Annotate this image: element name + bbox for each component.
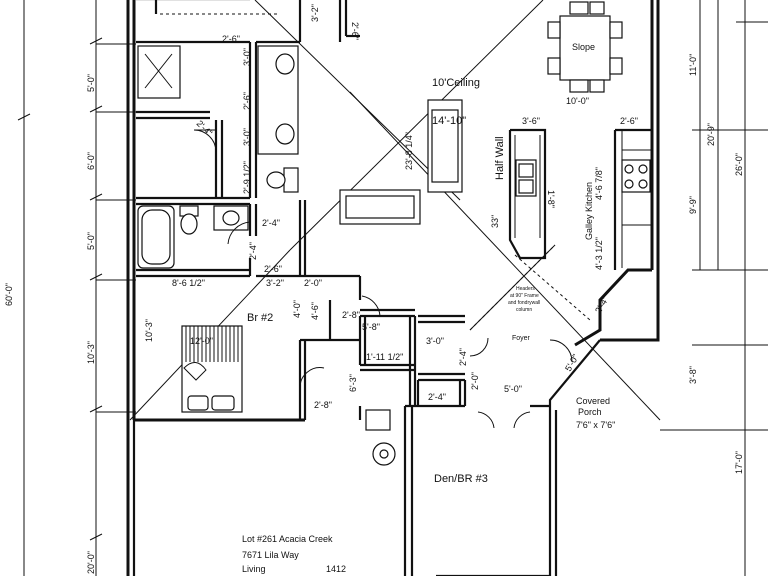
dim-5-0-door: 5'-0" [504, 384, 522, 394]
dim-23-8: 23'-8 1/4" [404, 132, 414, 170]
headers-note-1: Headers [516, 286, 535, 292]
dim-33: 33" [490, 215, 500, 228]
dim-2-4-den: 2'-4" [428, 392, 446, 402]
dim-2-4-foyer: 2'-4" [458, 348, 468, 366]
galley-kitchen-label: Galley Kitchen [584, 182, 594, 240]
left-6-0: 6'-0" [86, 152, 96, 170]
interior-walls [136, 0, 467, 420]
dim-2-0: 2'-0" [304, 278, 322, 288]
den-label: Den/BR #3 [434, 473, 488, 485]
dimension-labels: 3'-2" 2'-6" 2'-6" 3'-0" 2'-6" 2'-4" 3'-0… [4, 4, 744, 574]
title-living-value: 1412 [326, 564, 346, 574]
dim-6-3: 6'-3" [348, 374, 358, 392]
dim-5-0-porch: 5'-0" [563, 352, 581, 373]
left-20-0: 20'-0" [86, 551, 96, 574]
ceiling-label: 10'Ceiling [432, 77, 480, 89]
left-60-0: 60'-0" [4, 283, 14, 306]
headers-note-3: and fondrywall [508, 300, 540, 306]
dim-2-4-kit: 2'-4" [593, 294, 611, 315]
kitchen-walls [508, 128, 652, 270]
dim-2-4-closet: 2'-4" [195, 118, 215, 138]
headers-note-2: at 90" Frame [510, 293, 539, 299]
title-living-label: Living [242, 564, 266, 574]
dim-2-6-hall: 2'-6" [264, 264, 282, 274]
left-5-0-a: 5'-0" [86, 74, 96, 92]
dim-3-2-hall: 3'-2" [266, 278, 284, 288]
title-block: Lot #261 Acacia Creek 7671 Lila Way Livi… [242, 534, 346, 574]
dim-1-11-5: 1'-11 1/2" [366, 352, 403, 362]
dim-4-6: 4'-6" [310, 302, 320, 320]
dim-12-0: 12'-0" [190, 336, 213, 346]
right-20-9: 20'-9" [706, 123, 716, 146]
right-11-0-top: 11'-0" [688, 54, 698, 76]
dim-2-6-kit: 2'-6" [620, 116, 638, 126]
half-wall-label: Half Wall [494, 136, 506, 180]
title-lot: Lot #261 Acacia Creek [242, 534, 333, 544]
dim-2-6-top: 2'-6" [350, 22, 360, 40]
dim-1-8: 1'-8" [546, 190, 556, 208]
dim-10-0: 10'-0" [566, 96, 589, 106]
porch-size-label: 7'6" x 7'6" [576, 420, 615, 430]
dim-14-10: 14'-10" [432, 115, 466, 127]
dim-3-0-foyer: 3'-0" [426, 336, 444, 346]
bed-quilt-pattern [185, 326, 239, 362]
dim-8-6-5: 8'-6 1/2" [172, 278, 205, 288]
dim-2-4-hall: 2'-4" [262, 218, 280, 228]
dim-4-3-5: 4'-3 1/2" [594, 237, 604, 270]
dim-3-2: 3'-2" [310, 4, 320, 22]
dim-2-0-foyer: 2'-0" [470, 372, 480, 390]
dim-5-8: 5'-8" [362, 322, 380, 332]
dim-3-0-v2: 3'-0" [242, 128, 252, 146]
foyer-label: Foyer [512, 335, 531, 342]
outer-dimension-lines [17, 0, 768, 576]
title-address: 7671 Lila Way [242, 550, 299, 560]
left-5-0-b: 5'-0" [86, 232, 96, 250]
dim-2-6-v: 2'-6" [242, 92, 252, 110]
fixtures [137, 1, 651, 466]
dim-3-6: 3'-6" [522, 116, 540, 126]
right-17-0: 17'-0" [734, 451, 744, 474]
dim-2-8-b: 2'-8" [314, 400, 332, 410]
dim-2-4-v: 2'-4" [248, 242, 258, 260]
right-9-9: 9'-9" [688, 196, 698, 214]
br2-label: Br #2 [247, 312, 273, 324]
covered-porch-label-1: Covered [576, 396, 610, 406]
dim-2-8-a: 2'-8" [342, 310, 360, 320]
exterior-walls [126, 0, 660, 576]
room-labels: 10'Ceiling Slope Half Wall Galley Kitche… [247, 42, 615, 485]
dim-2-9-5: 2'-9 1/2" [242, 161, 252, 194]
right-3-8: 3'-8" [688, 366, 698, 384]
headers-note-4: column [516, 307, 532, 313]
dim-3-0-v1: 3'-0" [242, 48, 252, 66]
dim-4-6-75: 4'-6 7/8" [594, 167, 604, 200]
slope-label: Slope [572, 42, 595, 52]
left-10-3: 10'-3" [86, 341, 96, 364]
covered-porch-label-2: Porch [578, 407, 602, 417]
dim-10-3-room: 10'-3" [144, 319, 154, 342]
right-26-0: 26'-0" [734, 153, 744, 176]
dim-4-0: 4'-0" [292, 300, 302, 318]
dim-2-6-bath: 2'-6" [222, 34, 240, 44]
